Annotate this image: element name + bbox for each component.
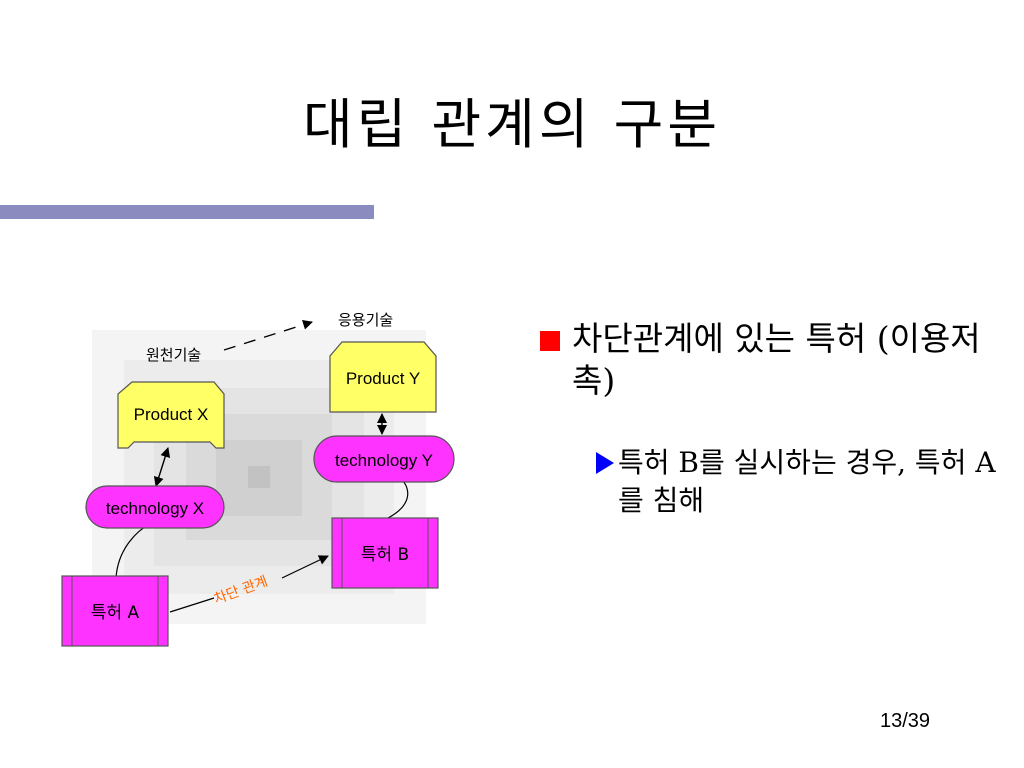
product-x-label: Product X — [134, 405, 209, 424]
slide-title: 대립 관계의 구분 — [302, 93, 722, 156]
arrow-product-x-technology-x — [153, 447, 171, 487]
bullet-sub: 특허 B를 실시하는 경우, 특허 A를 침해 — [596, 444, 1000, 520]
square-bullet-icon — [540, 331, 560, 351]
patent-b-label: 특허 B — [361, 545, 409, 565]
blocking-arrow — [281, 555, 329, 579]
title-underline-bar — [0, 205, 374, 219]
product-y-shape — [329, 341, 437, 413]
technology-x-shape — [85, 485, 225, 529]
technology-x-label: technology X — [106, 499, 204, 518]
page-number: 13/39 — [880, 710, 931, 732]
bullet-list: 차단관계에 있는 특허 (이용저촉) 특허 B를 실시하는 경우, 특허 A를 … — [540, 318, 1000, 520]
triangle-bullet-icon — [596, 452, 614, 474]
patent-a-label: 특허 A — [91, 603, 140, 623]
label-original-tech: 원천기술 — [146, 346, 201, 364]
label-applied-tech: 응용기술 — [338, 311, 393, 329]
bullet-sub-text: 특허 B를 실시하는 경우, 특허 A를 침해 — [618, 446, 996, 517]
patent-b-shape — [331, 517, 439, 589]
product-x-shape — [117, 381, 225, 449]
dashed-arrow-tech-to-applied — [223, 319, 313, 351]
blocking-line-segment-1 — [169, 597, 215, 613]
bullet-main-text: 차단관계에 있는 특허 (이용저촉) — [572, 319, 981, 400]
patent-a-shape — [61, 575, 169, 647]
technology-y-label: technology Y — [335, 451, 433, 470]
product-y-label: Product Y — [346, 369, 420, 388]
bullet-main: 차단관계에 있는 특허 (이용저촉) — [540, 318, 1000, 402]
technology-y-shape — [313, 435, 455, 483]
